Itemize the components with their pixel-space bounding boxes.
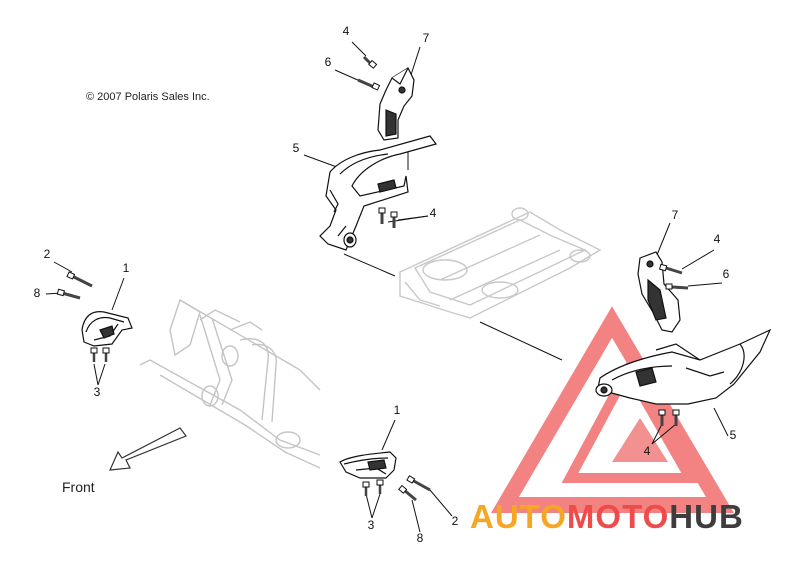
callout-c8-bottom: 8 bbox=[417, 531, 424, 545]
bolts-left bbox=[56, 271, 110, 362]
callout-c4-right: 4 bbox=[714, 232, 721, 246]
bolts-bottom bbox=[362, 475, 431, 502]
callout-c6-right: 6 bbox=[723, 267, 730, 281]
callout-c4-bottom: 4 bbox=[644, 444, 651, 458]
watermark-logo bbox=[491, 306, 735, 513]
bolts-top bbox=[357, 55, 381, 91]
copyright-notice: © 2007 Polaris Sales Inc. bbox=[86, 91, 210, 103]
callout-c4-top: 4 bbox=[343, 24, 350, 38]
frame-drawing bbox=[139, 298, 321, 469]
footrest-mount-part-5-right bbox=[595, 328, 772, 405]
callout-c5-top: 5 bbox=[293, 141, 300, 155]
callout-labels: 4 7 6 5 4 7 4 6 2 1 8 3 5 4 1 2 3 8 bbox=[34, 24, 737, 545]
callout-c1-bottom: 1 bbox=[394, 403, 401, 417]
watermark-part-hub: HUB bbox=[669, 498, 744, 535]
footrest-mount-part-5-top bbox=[319, 135, 438, 251]
callout-c2-left: 2 bbox=[44, 247, 51, 261]
cover-part-1-left bbox=[81, 311, 133, 347]
watermark-part-moto: MOTO bbox=[567, 498, 669, 535]
callout-c2-bottom: 2 bbox=[452, 514, 459, 528]
callout-c8-left: 8 bbox=[34, 286, 41, 300]
callout-c1-left: 1 bbox=[123, 261, 130, 275]
callout-c6-top: 6 bbox=[325, 55, 332, 69]
callout-c7-right: 7 bbox=[672, 208, 679, 222]
bolts-right bbox=[658, 263, 689, 290]
bolts-right-bottom bbox=[658, 409, 680, 426]
cover-part-1-bottom bbox=[339, 451, 397, 479]
callout-c3-left: 3 bbox=[94, 385, 101, 399]
watermark-part-auto: AUTO bbox=[470, 498, 567, 535]
callout-c7-top: 7 bbox=[423, 31, 430, 45]
leader-lines bbox=[45, 41, 729, 533]
bracket-part-7-top bbox=[377, 67, 415, 141]
front-direction-label: Front bbox=[62, 479, 95, 495]
front-arrow-icon bbox=[109, 427, 187, 471]
callout-c3-bottom: 3 bbox=[368, 518, 375, 532]
bolts-mid bbox=[378, 207, 398, 228]
swing-arm-drawing bbox=[399, 207, 602, 319]
watermark-text: AUTOMOTOHUB bbox=[470, 498, 744, 535]
bracket-part-7-right bbox=[637, 251, 681, 333]
callout-c5-right: 5 bbox=[730, 428, 737, 442]
callout-c4-mid: 4 bbox=[430, 206, 437, 220]
